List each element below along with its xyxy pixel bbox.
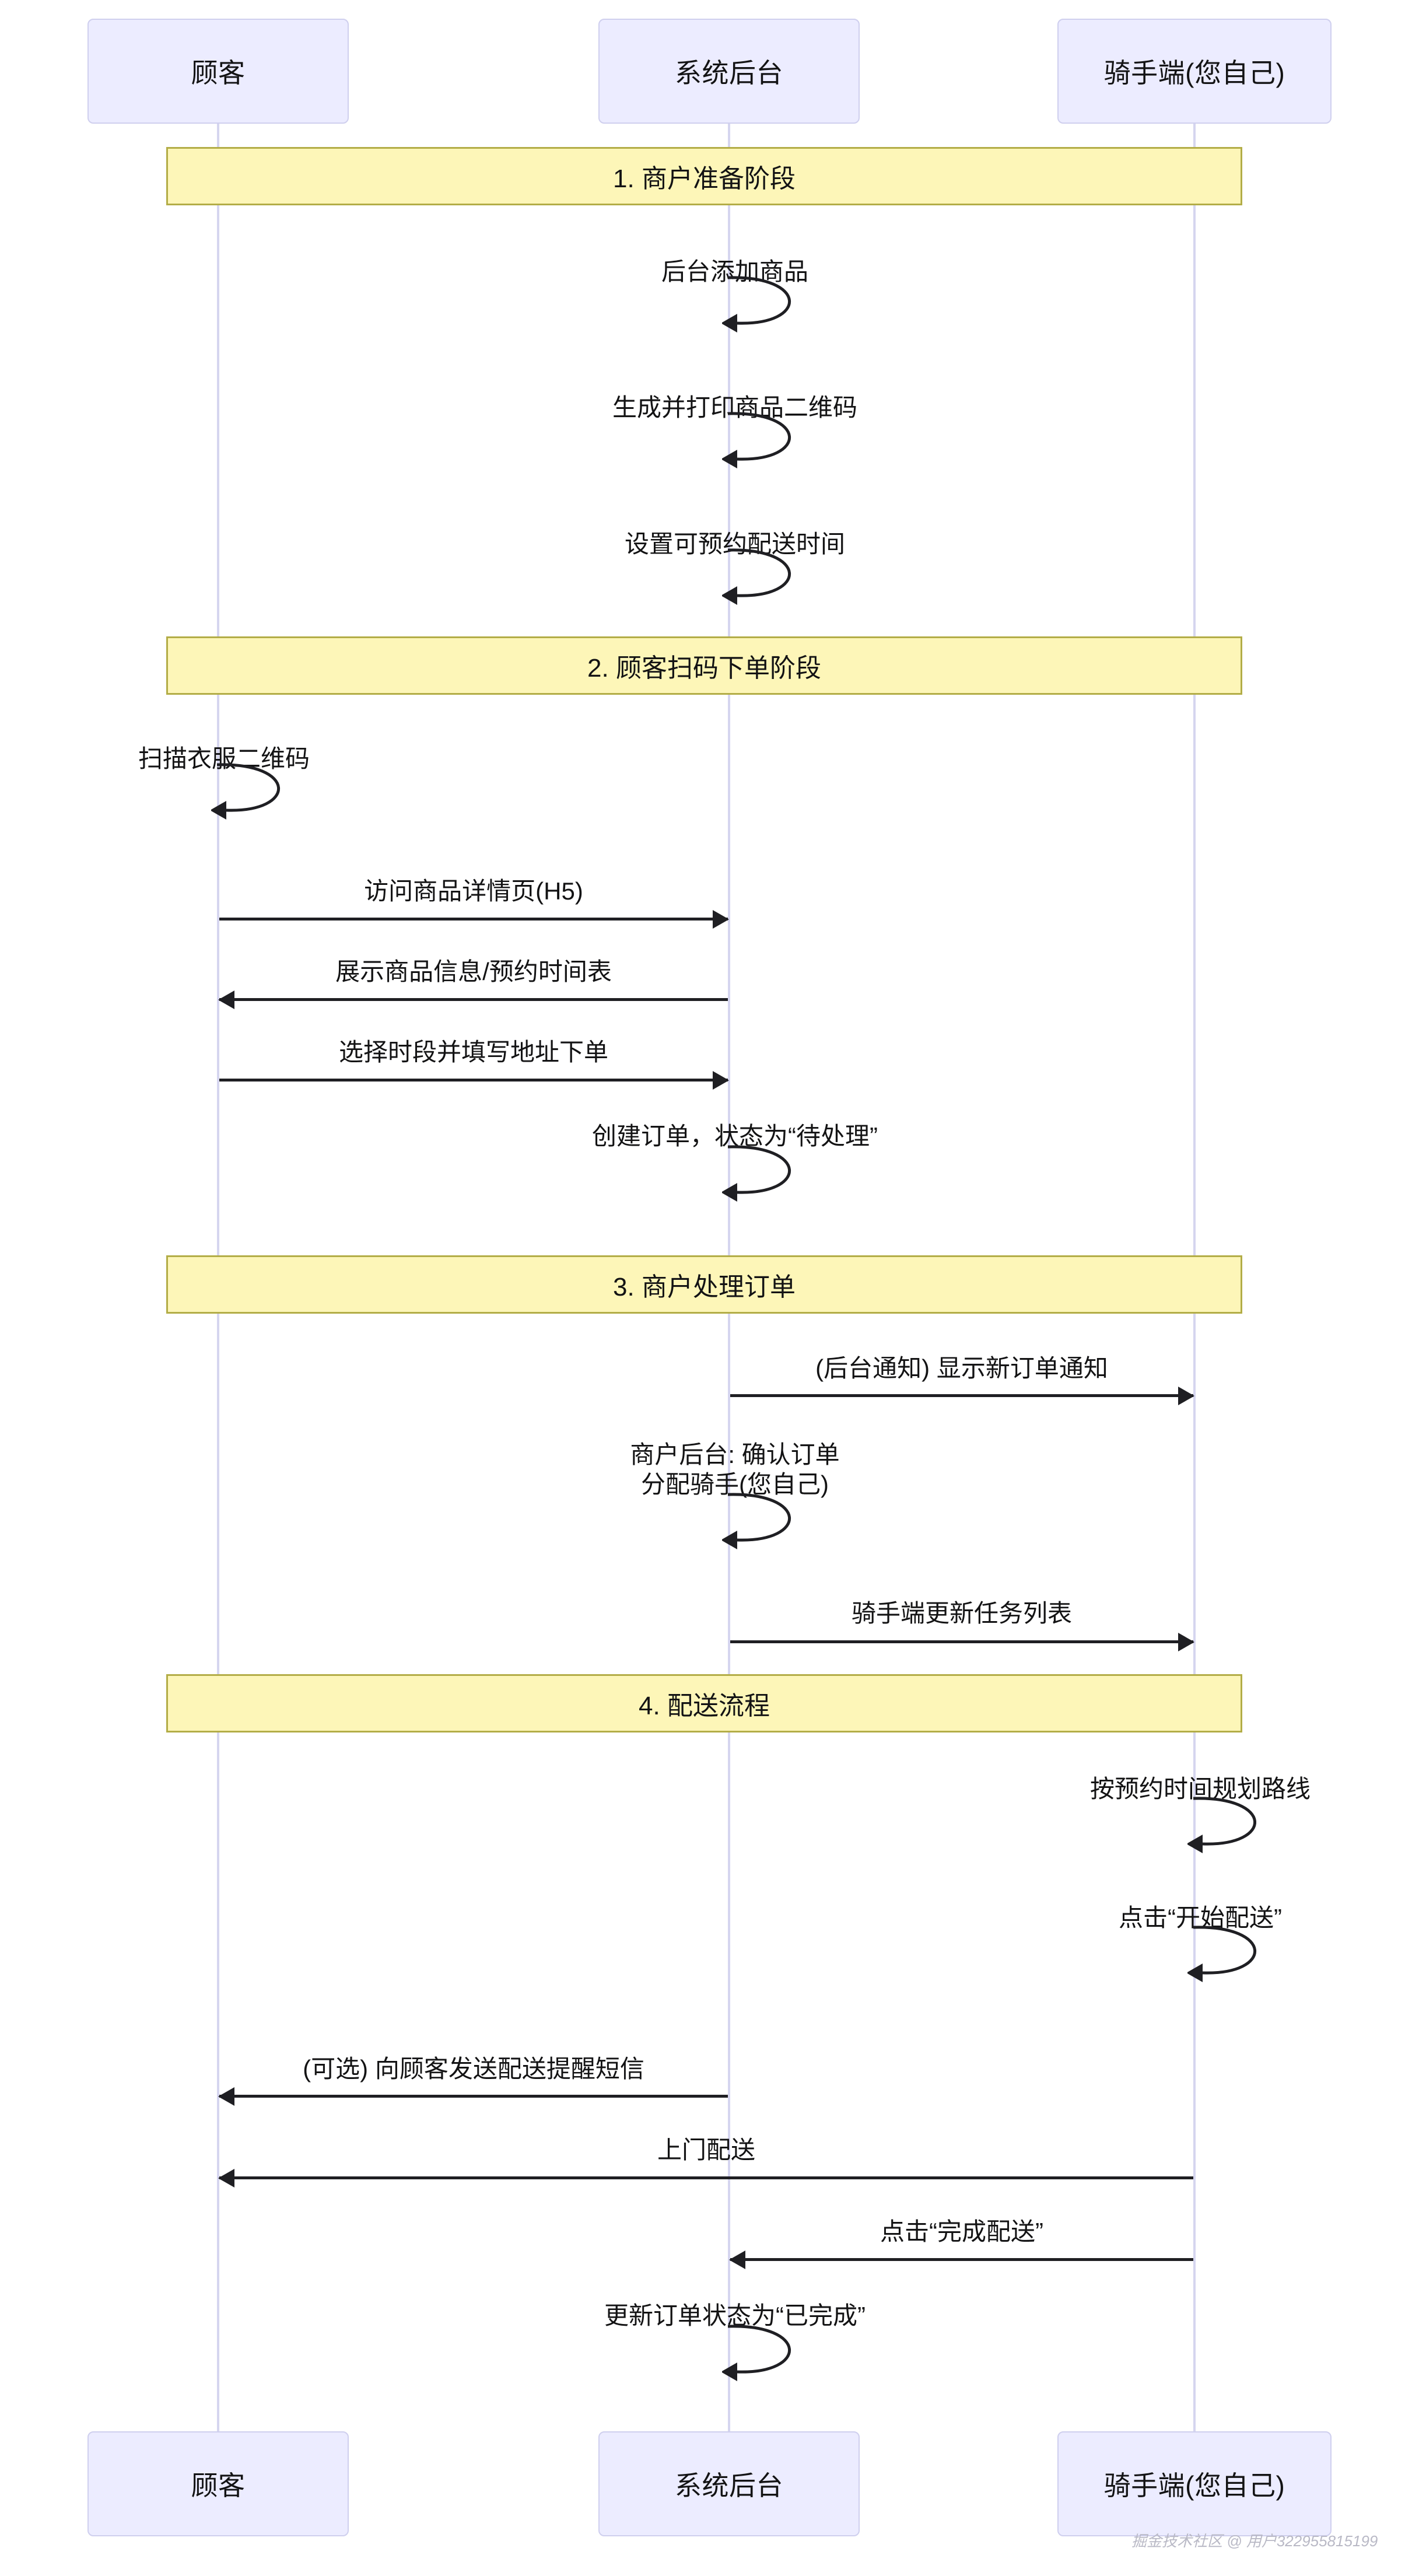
self-loop-m4 (211, 762, 299, 824)
message-line-m9 (730, 1394, 1193, 1397)
self-loop-m3 (722, 548, 810, 610)
section-label: 4. 配送流程 (639, 1692, 770, 1720)
arrow-head-m15 (218, 2169, 234, 2188)
message-line-m11 (730, 1640, 1193, 1643)
actor-box-system-bottom[interactable]: 系统后台 (598, 2431, 860, 2536)
section-band-s4: 4. 配送流程 (166, 1674, 1242, 1732)
section-band-s2: 2. 顾客扫码下单阶段 (166, 636, 1242, 695)
section-band-s3: 3. 商户处理订单 (166, 1255, 1242, 1314)
actor-label-system: 系统后台 (675, 2470, 783, 2501)
message-label-m4: 扫描衣服二维码 (138, 745, 310, 772)
section-label: 3. 商户处理订单 (613, 1273, 796, 1301)
arrow-head-m5 (713, 910, 729, 929)
message-label-m3: 设置可预约配送时间 (624, 530, 846, 558)
self-loop-m10 (722, 1492, 810, 1554)
self-loop-m12 (1187, 1796, 1275, 1858)
section-band-s1: 1. 商户准备阶段 (166, 147, 1242, 205)
actor-box-rider-bottom[interactable]: 骑手端(您自己) (1057, 2431, 1332, 2536)
arrow-head-m16 (729, 2250, 745, 2269)
message-label-m5: 访问商品详情页(H5) (364, 877, 583, 905)
message-label-m10: 商户后台: 确认订单 分配骑手(您自己) (630, 1441, 840, 1499)
message-label-m14: (可选) 向顾客发送配送提醒短信 (303, 2055, 644, 2082)
self-loop-m13 (1187, 1925, 1275, 1987)
self-loop-m2 (722, 411, 810, 473)
actor-label-rider: 骑手端(您自己) (1103, 58, 1285, 88)
message-label-m6: 展示商品信息/预约时间表 (335, 958, 612, 985)
self-loop-m17 (722, 2324, 810, 2386)
actor-label-rider: 骑手端(您自己) (1103, 2470, 1285, 2501)
message-label-m17: 更新订单状态为“已完成” (604, 2302, 866, 2329)
message-line-m5 (219, 918, 728, 921)
actor-label-customer: 顾客 (191, 58, 246, 88)
actor-label-customer: 顾客 (191, 2470, 246, 2501)
message-label-m9: (后台通知) 显示新订单通知 (815, 1354, 1108, 1382)
section-label: 1. 商户准备阶段 (613, 164, 796, 193)
message-line-m14 (219, 2095, 728, 2098)
actor-label-system: 系统后台 (675, 58, 783, 88)
message-label-m1: 后台添加商品 (661, 258, 809, 285)
actor-box-system-top[interactable]: 系统后台 (598, 19, 860, 124)
message-label-m7: 选择时段并填写地址下单 (338, 1038, 609, 1066)
watermark-text: 掘金技术社区 @ 用户322955815199 (1131, 2532, 1378, 2550)
actor-box-rider-top[interactable]: 骑手端(您自己) (1057, 19, 1332, 124)
message-line-m16 (730, 2258, 1193, 2261)
message-label-m2: 生成并打印商品二维码 (612, 394, 858, 421)
actor-box-customer-top[interactable]: 顾客 (87, 19, 349, 124)
section-label: 2. 顾客扫码下单阶段 (587, 654, 821, 682)
arrow-head-m14 (218, 2087, 234, 2106)
message-line-m6 (219, 998, 728, 1001)
arrow-head-m7 (713, 1071, 729, 1090)
message-label-m11: 骑手端更新任务列表 (851, 1600, 1073, 1627)
arrow-head-m6 (218, 991, 234, 1009)
message-label-m15: 上门配送 (657, 2136, 756, 2164)
message-line-m15 (219, 2176, 1193, 2179)
arrow-head-m9 (1178, 1387, 1194, 1405)
message-line-m7 (219, 1079, 728, 1082)
arrow-head-m11 (1178, 1633, 1194, 1651)
self-loop-m1 (722, 275, 810, 337)
message-label-m8: 创建订单，状态为“待处理” (592, 1122, 878, 1150)
self-loop-m8 (722, 1144, 810, 1206)
actor-box-customer-bottom[interactable]: 顾客 (87, 2431, 349, 2536)
message-label-m16: 点击“完成配送” (880, 2218, 1043, 2245)
